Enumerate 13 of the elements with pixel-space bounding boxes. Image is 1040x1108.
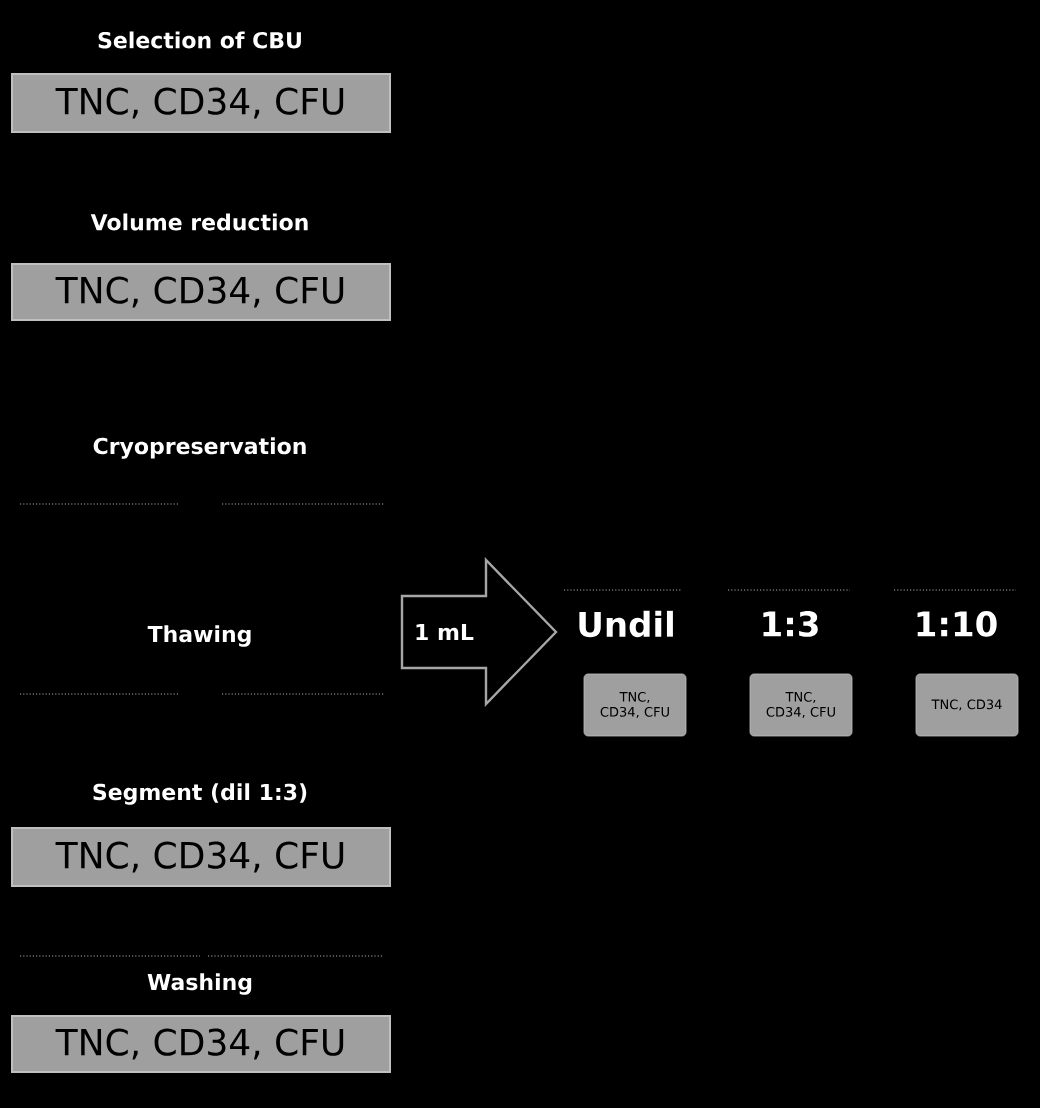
step-heading: Volume reduction bbox=[90, 213, 308, 231]
step-heading: Selection of CBU bbox=[98, 31, 301, 49]
step-heading: Thawing bbox=[147, 625, 251, 647]
dilution-heading: Undil bbox=[579, 610, 673, 638]
result-box: TNC, CD34, CFU bbox=[11, 73, 391, 133]
step-heading: Washing bbox=[147, 973, 252, 995]
dilution-heading: 1:10 bbox=[917, 611, 997, 637]
step-heading: Cryopreservation bbox=[93, 437, 306, 459]
result-box: TNC, CD34, CFU bbox=[11, 827, 391, 887]
result-box: TNC, CD34, CFU bbox=[11, 1015, 391, 1073]
result-box: TNC, CD34, CFU bbox=[11, 263, 391, 321]
dilution-heading: 1:3 bbox=[763, 611, 818, 637]
step-heading: Segment (dil 1:3) bbox=[93, 783, 307, 805]
